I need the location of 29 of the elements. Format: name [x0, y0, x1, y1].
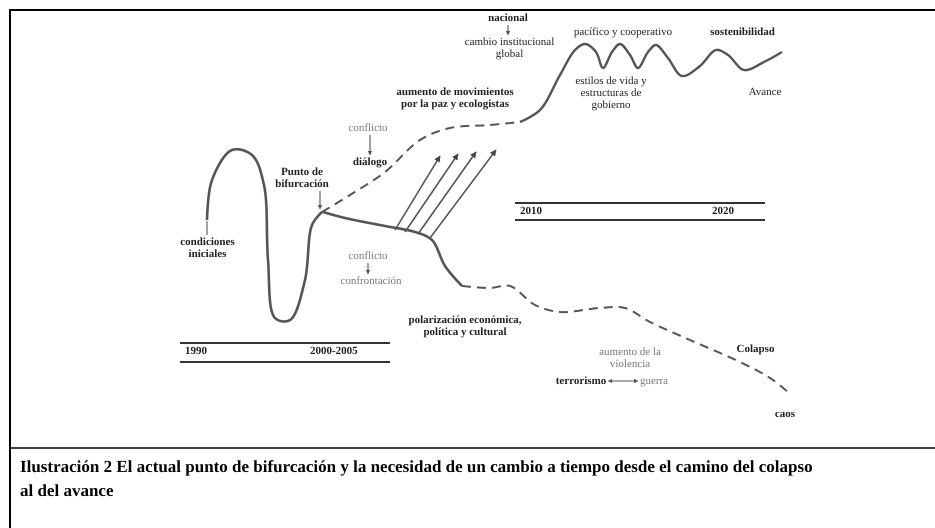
- diagram-label: diálogo: [352, 156, 388, 168]
- diagram-label: condiciones iniciales: [179, 236, 236, 260]
- year-label: 2000-2005: [310, 345, 358, 357]
- diagram-label: pacífico y cooperativo: [574, 26, 672, 38]
- diagram-label: Colapso: [736, 343, 774, 355]
- diagram-label: aumento de la violencia: [598, 346, 662, 370]
- diagram-label: sostenibilidad: [710, 26, 775, 38]
- diagram-label: Punto de bifurcación: [274, 166, 330, 190]
- year-label: 1990: [185, 345, 207, 357]
- diagram-label: Avance: [748, 86, 782, 98]
- year-label: 2010: [520, 205, 542, 217]
- arrow: [506, 25, 510, 36]
- diagram-label: cambio institucional global: [464, 36, 556, 60]
- diagram-label: conflicto: [348, 122, 388, 134]
- arrow: [608, 378, 638, 384]
- diagram-label: caos: [774, 408, 796, 420]
- figure-caption: Ilustración 2 El actual punto de bifurcación y la necesidad de un cambio a tiempo desde el camino del colapso al del avance: [20, 456, 814, 502]
- year-label: 2020: [712, 205, 734, 217]
- arrow: [318, 191, 322, 210]
- diagram-label: conflicto: [348, 250, 388, 262]
- diagram-label: guerra: [640, 375, 668, 387]
- diagram-label: aumento de movimientos por la paz y ecologistas: [395, 86, 515, 110]
- diagram-label: polarización económica, política y cultural: [407, 314, 523, 338]
- diagram-label: terrorismo: [556, 375, 606, 387]
- arrow: [366, 263, 370, 274]
- diagram-label: nacional: [488, 12, 528, 24]
- diagram-label: confrontación: [340, 275, 402, 287]
- arrow: [368, 135, 372, 156]
- diagram-label: estilos de vida y estructuras de gobierno: [575, 75, 647, 111]
